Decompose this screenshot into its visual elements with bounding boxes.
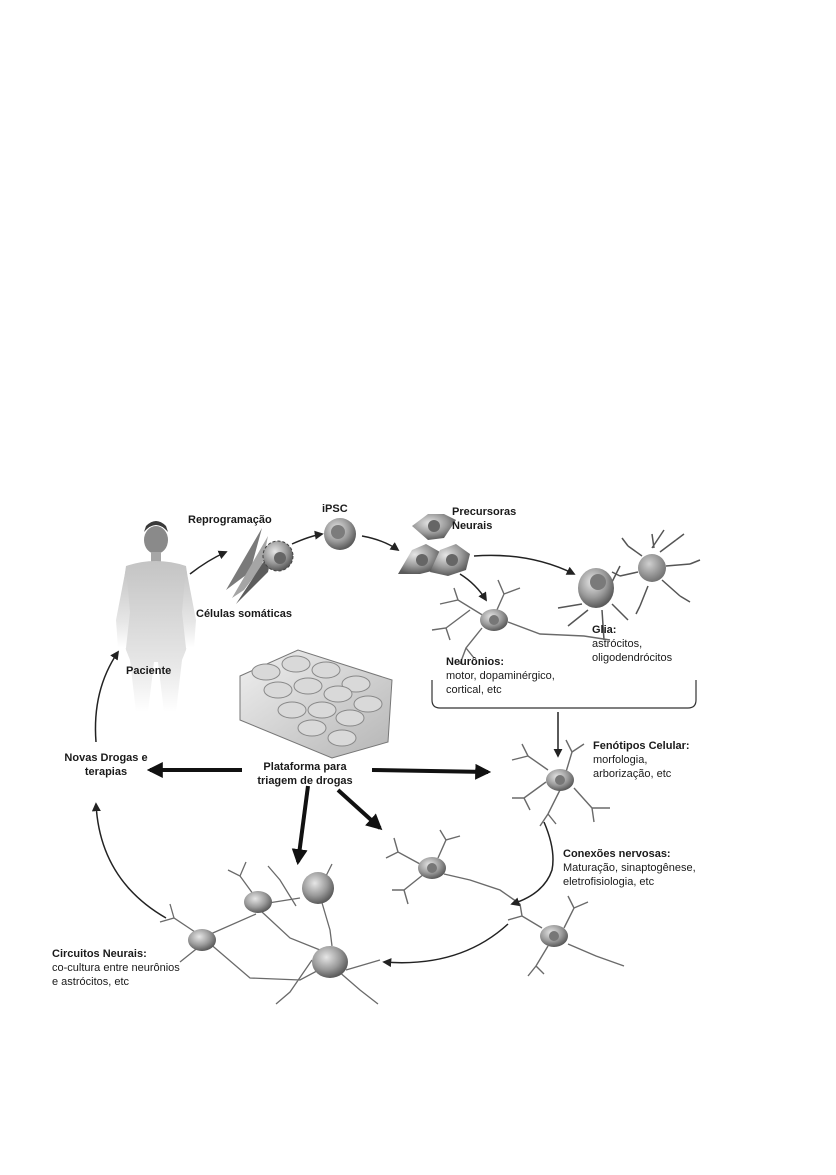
label-novas-drogas-l2: terapias: [84, 766, 128, 778]
label-precursoras: Precursoras: [452, 506, 517, 518]
label-neuronios-l1: motor, dopaminérgico,: [446, 670, 555, 682]
label-paciente: Paciente: [126, 665, 172, 677]
label-reprogramacao: Reprogramação: [188, 514, 272, 526]
label-fenotipos-l1: morfologia,: [593, 754, 648, 766]
label-celulas-somaticas: Células somáticas: [196, 608, 292, 620]
ipsc-cell: [324, 518, 356, 550]
patient-figure: [116, 521, 196, 712]
neural-connections: [385, 829, 625, 977]
neural-circuits: [159, 861, 381, 1005]
label-plataforma-l1: Plataforma para: [263, 761, 347, 773]
label-fenotipos-l2: arborização, etc: [593, 768, 672, 780]
label-conexoes-l2: eletrofisiologia, etc: [563, 876, 655, 888]
label-neurais: Neurais: [452, 520, 493, 532]
neural-precursors: [398, 514, 470, 576]
label-glia-l1: astrócitos,: [592, 638, 643, 650]
label-glia-title: Glia:: [592, 624, 617, 636]
label-neuronios-title: Neurônios:: [446, 656, 505, 668]
screening-arrows: [146, 762, 492, 866]
label-circuitos-l1: co-cultura entre neurônios: [52, 962, 180, 974]
label-conexoes-l1: Maturação, sinaptogênese,: [563, 862, 696, 874]
label-ipsc: iPSC: [322, 503, 348, 515]
label-novas-drogas-l1: Novas Drogas e: [64, 752, 148, 764]
somatic-cells: [226, 528, 294, 604]
label-conexoes-title: Conexões nervosas:: [563, 848, 671, 860]
flow-arrows: [91, 530, 576, 968]
grouping-bracket: [431, 680, 697, 709]
neuron-phenotype: [511, 739, 610, 827]
neuron-cell: [431, 579, 611, 665]
label-fenotipos-title: Fenótipos Celular:: [593, 740, 690, 752]
label-circuitos-l2: e astrócitos, etc: [52, 976, 130, 988]
drug-screening-plate: [239, 649, 393, 759]
label-neuronios-l2: cortical, etc: [446, 684, 502, 696]
glia-cells: [557, 529, 701, 641]
label-circuitos-title: Circuitos Neurais:: [52, 948, 147, 960]
label-glia-l2: oligodendrócitos: [592, 652, 673, 664]
label-plataforma-l2: triagem de drogas: [257, 775, 353, 787]
